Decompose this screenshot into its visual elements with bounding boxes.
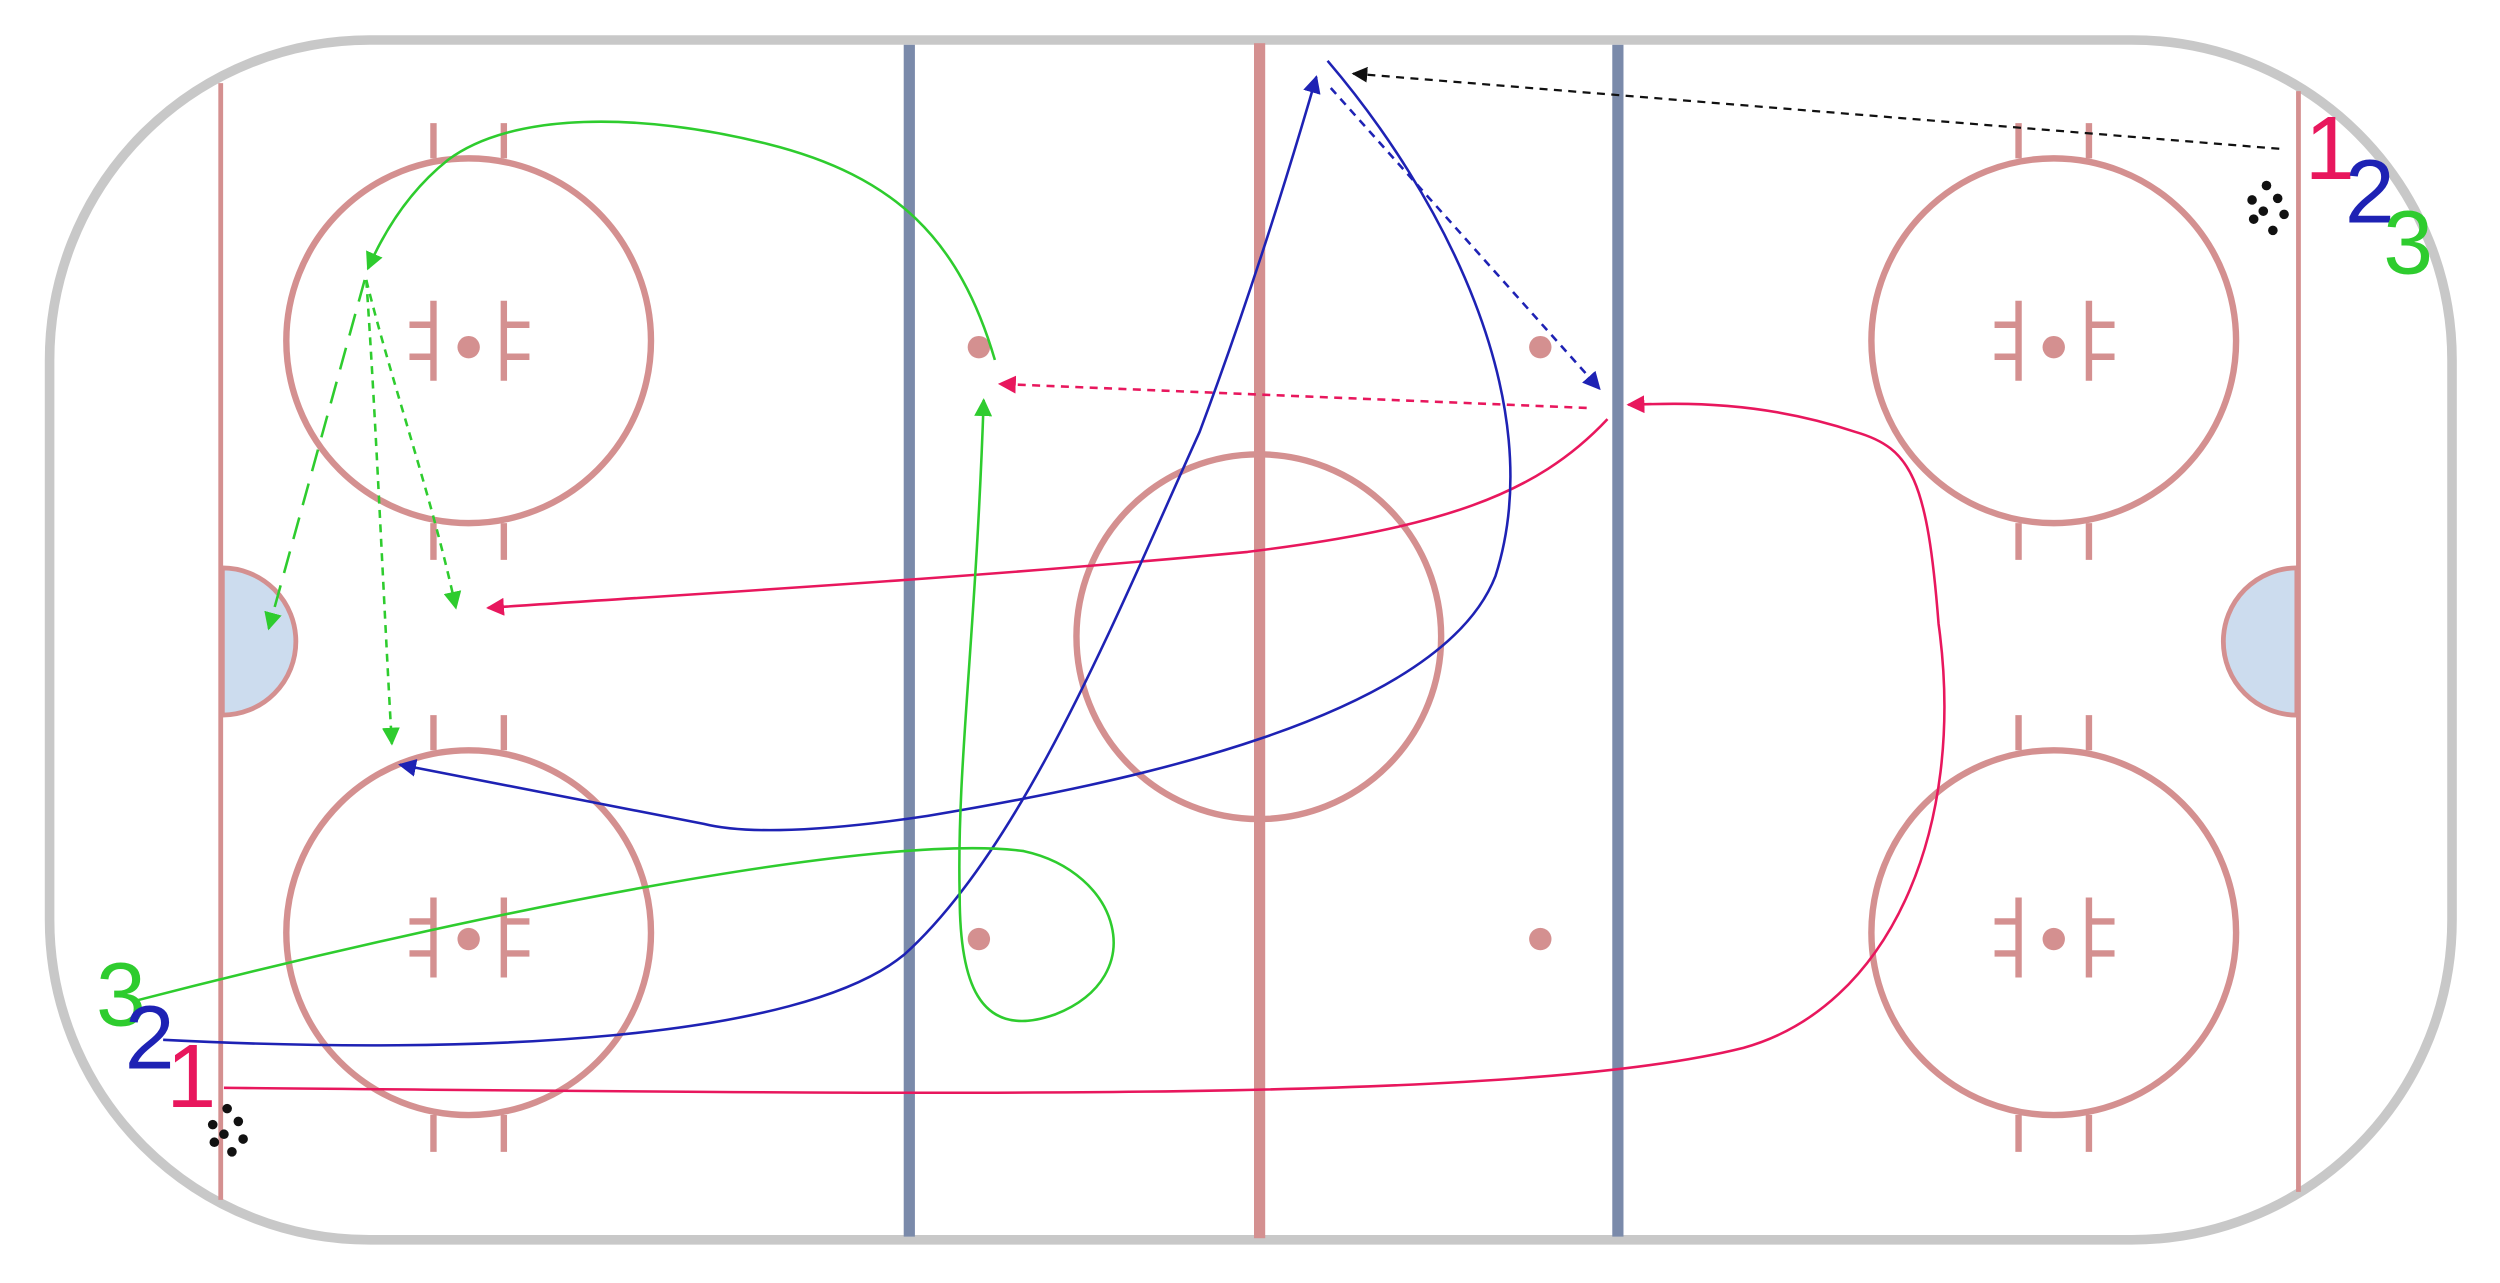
player-1-pass-path (997, 375, 1587, 410)
player-3-pass-path-low (365, 279, 400, 746)
faceoff-circle-left-bottom (283, 715, 655, 1152)
left-goal-crease (219, 565, 299, 718)
center-ice-circle (1073, 451, 1445, 823)
puck-pile-icon (207, 1103, 248, 1157)
right-goal-crease (2220, 565, 2300, 718)
puck-pile-icon (2247, 180, 2289, 236)
right-blue-line (1612, 44, 1624, 1237)
player-3-skate-path (132, 398, 1115, 1023)
player-3-skate-path-loop (366, 120, 997, 361)
faceoff-circle-right-bottom (1868, 715, 2240, 1152)
player-3-pass-path-crease (264, 279, 366, 631)
puck-pass-path (1351, 66, 2280, 150)
player-1-skate-path (223, 395, 1946, 1095)
left-blue-line (903, 44, 915, 1237)
neutral-dot-bottom-right (1529, 927, 1552, 951)
faceoff-circle-right-top (1868, 123, 2240, 560)
player-2-label-right: 2 (2345, 141, 2395, 241)
player-2-label-left: 2 (125, 988, 175, 1088)
player-1-label-right: 1 (2305, 98, 2355, 198)
center-red-line (1253, 43, 1266, 1239)
player-3-label-left: 3 (96, 944, 146, 1044)
player-3-label-right: 3 (2383, 193, 2433, 293)
player-2-pass-path (1329, 87, 1601, 391)
player-3-pass-path-slot (365, 279, 462, 610)
neutral-dot-bottom-left (967, 927, 991, 951)
faceoff-circle-left-top (283, 123, 655, 560)
rink-boards (44, 35, 2457, 1245)
neutral-dot-top-left (967, 335, 991, 359)
neutral-dot-top-right (1529, 335, 1552, 359)
player-2-skate-path-return (398, 59, 1512, 832)
player-1-label-left: 1 (166, 1026, 216, 1126)
player-2-skate-path (163, 75, 1321, 1047)
